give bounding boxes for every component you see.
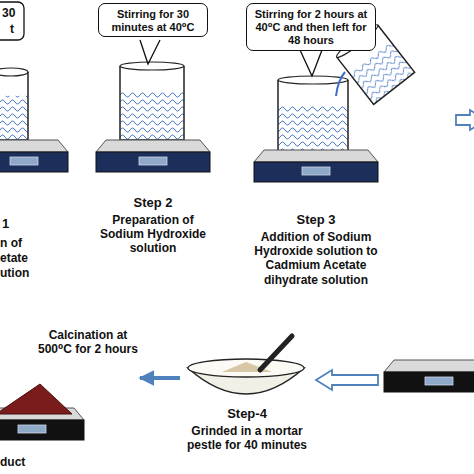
hotplate-top: [254, 150, 378, 162]
hotplate: [384, 360, 474, 392]
step-caption: Step-4Grinded in a mortar pestle for 40 …: [180, 350, 314, 454]
hotplate: [0, 140, 68, 172]
calcination-step: Calcination at 500⁰C for 2 hours: [0, 324, 140, 450]
beaker-wall: [120, 66, 184, 140]
hotplate: [96, 140, 210, 172]
hotplate-body: [384, 372, 474, 392]
cropped-label: t: [10, 22, 14, 36]
block-arrow: [456, 110, 474, 130]
step-text: Addition of Sodium Hydroxide solution to…: [242, 230, 390, 288]
step-text: Stirring for 30 minutes at 40⁰C: [104, 8, 202, 34]
hotplate-display: [139, 157, 167, 165]
cropped-label: 30: [2, 6, 15, 20]
bubble-tail: [140, 40, 160, 64]
cropped-label: etate: [0, 251, 28, 265]
step-caption: Step 3 Addition of Sodium Hydroxide solut…: [240, 210, 392, 289]
beaker-liquid: [0, 96, 28, 140]
beaker-wall: [0, 72, 28, 140]
beaker: [0, 68, 28, 140]
hotplate-body: [0, 420, 84, 440]
hotplate-display: [425, 377, 453, 385]
pour-stream: [336, 72, 345, 96]
block-arrow: [316, 370, 378, 390]
step-title: Step 2: [92, 195, 214, 211]
beaker-rim: [120, 62, 184, 70]
hotplate-body: [96, 152, 210, 172]
step-text: Grinded in a mortar pestle for 40 minute…: [182, 424, 312, 453]
hotplate-body: [0, 152, 68, 172]
step-caption: Step 2 Preparation of Sodium Hydroxide so…: [90, 193, 216, 258]
hotplate-display: [10, 157, 38, 165]
step-title: Step-4: [182, 406, 312, 422]
step-title: Step 3: [242, 212, 390, 228]
beaker-rim: [278, 76, 348, 84]
step-text: Calcination at 500⁰C for 2 hours: [36, 328, 140, 357]
speech-bubble: Stirring for 2 hours at 40⁰C and then le…: [246, 3, 376, 51]
pestle: [260, 336, 292, 370]
mortar-rim: [188, 359, 304, 377]
step-text: Stirring for 2 hours at 40⁰C and then le…: [252, 8, 370, 48]
cropped-label: duct: [0, 455, 25, 469]
bubble-tail: [300, 50, 322, 76]
product-powder: [0, 384, 72, 414]
hotplate-top: [0, 140, 68, 152]
cropped-label: ution: [0, 266, 29, 280]
hotplate-body: [254, 162, 378, 182]
beaker-liquid: [278, 105, 348, 152]
hotplate-display: [302, 167, 330, 175]
speech-bubble: [0, 2, 24, 40]
hotplate: [254, 150, 378, 182]
process-arrow: [140, 376, 180, 380]
beaker: [120, 62, 184, 140]
cropped-label: 1: [2, 216, 9, 232]
cropped-label: n of: [0, 236, 22, 250]
beaker-liquid: [350, 42, 415, 105]
beaker-rim: [0, 68, 28, 76]
speech-bubble: Stirring for 30 minutes at 40⁰C: [98, 3, 208, 37]
hotplate-display: [18, 425, 46, 433]
step-text: Preparation of Sodium Hydroxide solution: [92, 213, 214, 256]
beaker-liquid: [120, 92, 184, 140]
hotplate-top: [96, 140, 210, 152]
hotplate-top: [384, 360, 474, 372]
